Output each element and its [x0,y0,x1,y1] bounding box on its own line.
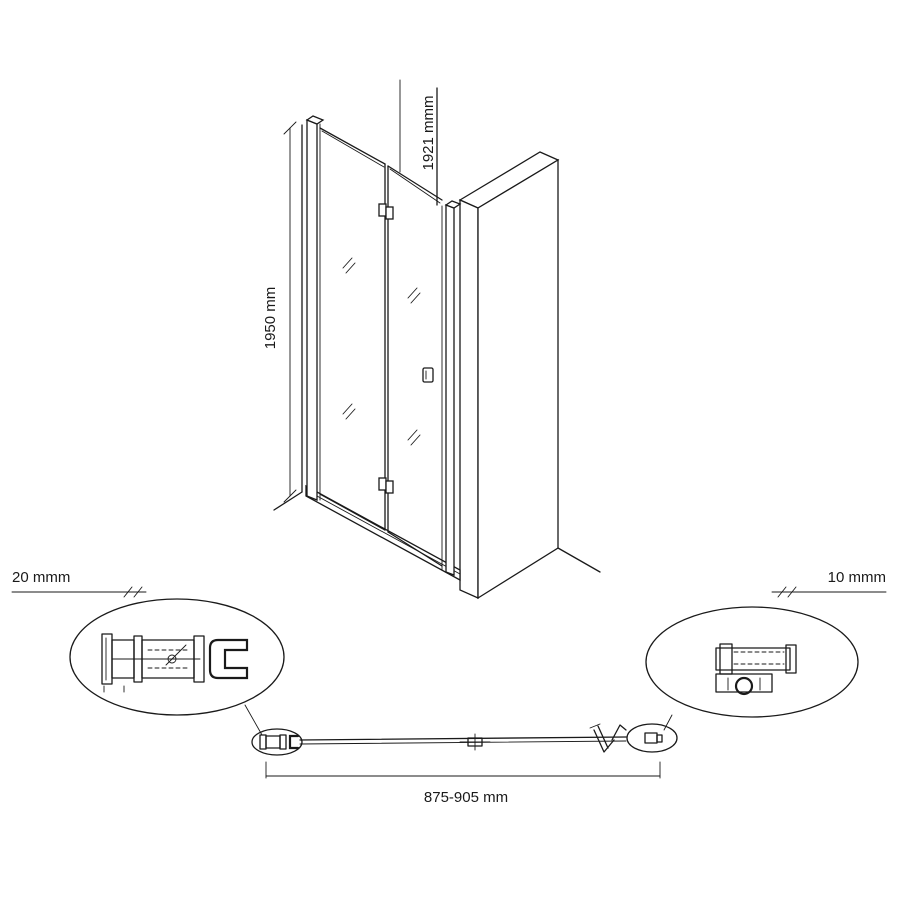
dimension-label-wall-right: 10 mmm [828,569,886,586]
side-wall [458,151,560,600]
plan-glass-panel [299,736,627,745]
panel-top-left [319,127,386,165]
dimension-width: 875-905 mm [265,761,661,806]
right-wall-profile [441,200,462,576]
fold-hinge-edge [384,163,389,533]
door-elevation-view: 1950 mm 1921 mmm [262,79,601,600]
plan-center-hinge-icon [459,733,491,751]
door-handle-icon [422,367,434,383]
plan-folded-panel-icon [589,723,663,753]
plan-left-profile-icon [259,734,300,750]
left-wall-profile [305,115,325,501]
dimension-label-height-door: 1921 mmm [420,95,437,170]
shower-tray [305,484,461,582]
dimension-1950: 1950 mm [262,121,297,503]
floor-line-left [273,491,303,511]
right-profile-detail [626,606,859,753]
door-plan-view: 20 mmm 10 mmm [11,569,887,806]
dimension-label-width: 875-905 mm [424,789,508,806]
dimension-20: 20 mmm [11,569,147,598]
dimension-1921: 1921 mmm [399,79,437,173]
left-profile-section-icon [101,633,249,693]
hinge-bottom-icon [378,477,394,494]
panel-bottom-left [319,493,386,531]
floor-line-right [557,547,601,573]
right-profile-section-icon [715,643,797,696]
left-profile-detail [69,598,303,756]
panel-top-right [387,165,443,201]
dimension-label-wall-left: 20 mmm [12,569,70,586]
panel-bottom-right [387,531,443,567]
dimension-label-height-total: 1950 mm [262,287,279,350]
glass-reflection-marks [342,257,421,446]
dimension-10: 10 mmm [771,569,887,598]
hinge-top-icon [378,203,394,220]
